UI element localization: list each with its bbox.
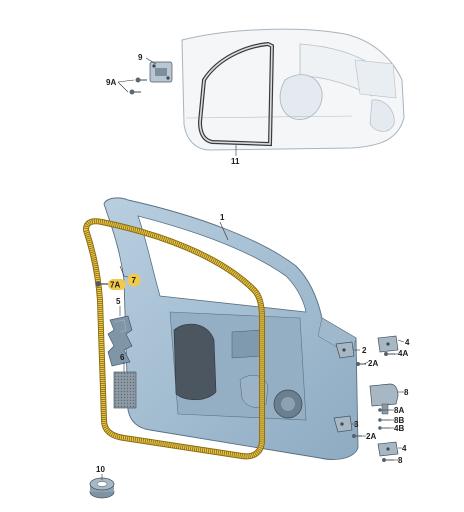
door-opening-seal[interactable] (197, 41, 275, 147)
front-door-shell[interactable] (103, 197, 359, 460)
leader-9 (145, 57, 157, 65)
callout-4-top: 4 (405, 338, 410, 347)
right-leaders (352, 339, 405, 461)
adhesive-tape-roll[interactable] (89, 477, 115, 499)
callout-4-bottom: 4 (402, 444, 407, 453)
callout-9a: 9A (106, 78, 116, 87)
callout-6: 6 (120, 353, 125, 362)
callout-2: 2 (362, 346, 367, 355)
striker-screws (129, 77, 147, 95)
callout-10: 10 (96, 465, 105, 474)
lower-hinge-door-side[interactable] (333, 415, 353, 433)
upper-hinge-door-side[interactable] (335, 341, 355, 359)
callout-8-right: 8 (404, 388, 409, 397)
callout-7a: 7A (110, 281, 120, 290)
seal-clip[interactable] (95, 281, 108, 287)
callout-4a: 4A (398, 349, 408, 358)
callout-9: 9 (138, 53, 143, 62)
insulation-pad[interactable] (113, 371, 137, 409)
callout-7-badge (127, 273, 141, 287)
callout-11: 11 (231, 157, 240, 166)
lower-hinge-fasteners (382, 458, 394, 462)
lower-hinge-door-fastener (352, 434, 362, 438)
callout-1: 1 (220, 213, 225, 222)
vehicle-body-shell (181, 28, 405, 151)
door-striker[interactable] (149, 61, 173, 83)
lower-hinge-body-side[interactable] (377, 441, 399, 457)
callout-8-bottom: 8 (398, 456, 403, 465)
check-strap-fasteners (378, 408, 390, 430)
upper-hinge-fasteners (356, 352, 395, 366)
leader-9a-2 (117, 81, 129, 93)
callout-7a-badge (108, 279, 126, 290)
callout-5: 5 (116, 297, 121, 306)
callout-3: 3 (354, 420, 359, 429)
callout-7: 7 (132, 276, 137, 285)
callout-2a-bottom: 2A (366, 432, 376, 441)
leader-9a-1 (117, 79, 135, 83)
leader-1 (219, 221, 229, 241)
foam-pads[interactable] (107, 315, 133, 367)
callout-4b: 4B (394, 424, 404, 433)
callout-8b: 8B (394, 416, 404, 425)
callout-8a: 8A (394, 406, 404, 415)
callout-2a-top: 2A (368, 359, 378, 368)
door-check-strap[interactable] (369, 383, 399, 415)
door-seal[interactable] (82, 218, 265, 460)
upper-hinge-body-side[interactable] (377, 335, 399, 353)
